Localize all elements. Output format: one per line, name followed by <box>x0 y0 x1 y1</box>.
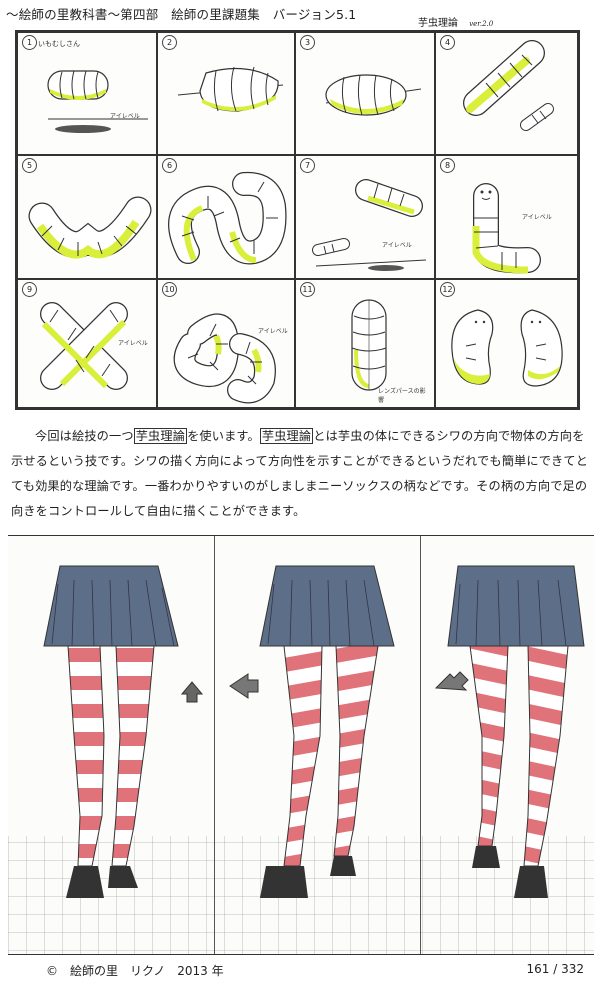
explanation-paragraph: 今回は絵技の一つ芋虫理論を使います。芋虫理論とは芋虫の体にできるシワの方向で物体… <box>11 424 593 524</box>
legs-three-quarter <box>421 565 594 954</box>
caterpillar-drawing <box>168 171 287 265</box>
panel-number: 1 <box>22 35 37 50</box>
panel-1: 1 いもむしさん アイレベル <box>17 32 157 155</box>
caterpillar-drawing <box>463 40 554 131</box>
paragraph-text: とは芋虫の体にできるシワの方向で物体の方向を示せるという技です。シワの描く方向に… <box>11 429 589 518</box>
caterpillar-drawing <box>28 196 152 259</box>
theory-version: ver.2.0 <box>469 20 494 28</box>
panel-8: 8 アイレベル <box>435 155 578 279</box>
legs-side <box>215 565 420 954</box>
lens-perspective-label: レンズパースの影響 <box>378 388 426 404</box>
panel-number: 12 <box>440 282 455 297</box>
eye-level-label: アイレベル <box>118 340 148 347</box>
legs-front <box>8 565 214 954</box>
caterpillar-drawing <box>472 183 541 274</box>
copyright: © 絵師の里 リクノ 2013 年 <box>46 964 224 978</box>
caterpillar-drawing <box>177 66 284 112</box>
caterpillar-drawing <box>451 309 563 387</box>
caterpillar-drawing <box>312 179 427 271</box>
caterpillar-drawing <box>351 299 387 391</box>
page-header: ～絵師の里教科書～第四部 絵師の里課題集 バージョン5.1 <box>6 7 357 22</box>
caterpillar-drawing <box>47 70 148 133</box>
panel-divider <box>420 536 421 954</box>
panel-7: 7 アイレベル <box>295 155 435 279</box>
panel-number: 7 <box>300 158 315 173</box>
panel-9: 9 アイレベル <box>17 279 157 408</box>
exercise-grid: 1 いもむしさん アイレベル 2 3 4 <box>15 30 580 410</box>
page-footer: © 絵師の里 リクノ 2013 年 161 / 332 <box>0 962 600 982</box>
paragraph-text: を使います。 <box>187 429 260 443</box>
eye-level-label: アイレベル <box>382 242 412 249</box>
caterpillar-drawing <box>40 302 128 390</box>
panel-6: 6 <box>157 155 295 279</box>
panel-number: 8 <box>440 158 455 173</box>
paragraph-text: 今回は絵技の一つ <box>35 429 134 443</box>
panel-number: 11 <box>300 282 315 297</box>
panel-3: 3 <box>295 32 435 155</box>
panel-number: 10 <box>162 282 177 297</box>
theory-title: 芋虫理論 ver.2.0 <box>418 14 493 29</box>
panel-2: 2 <box>157 32 295 155</box>
panel-number: 3 <box>300 35 315 50</box>
panel-number: 5 <box>22 158 37 173</box>
eye-level-label: アイレベル <box>258 328 288 335</box>
keyword-box: 芋虫理論 <box>259 428 314 444</box>
panel-number: 4 <box>440 35 455 50</box>
panel-number: 6 <box>162 158 177 173</box>
theory-title-text: 芋虫理論 <box>418 18 458 29</box>
eye-level-label: アイレベル <box>110 113 140 120</box>
panel-11: 11 レンズパースの影響 <box>295 279 435 408</box>
panel-10: 10 アイレベル <box>157 279 295 408</box>
leg-illustrations <box>8 535 594 955</box>
panel-5: 5 <box>17 155 157 279</box>
caterpillar-drawing <box>173 313 276 404</box>
panel-4: 4 <box>435 32 578 155</box>
striped-legs-drawing <box>8 565 594 954</box>
page-number: 161 / 332 <box>526 962 584 976</box>
panel-number: 9 <box>22 282 37 297</box>
caterpillar-drawing <box>325 74 422 116</box>
panel-divider <box>214 536 215 954</box>
eye-level-label: アイレベル <box>522 214 552 221</box>
keyword-box: 芋虫理論 <box>133 428 188 444</box>
panel-number: 2 <box>162 35 177 50</box>
panel-label: いもむしさん <box>38 40 80 48</box>
panel-12: 12 <box>435 279 578 408</box>
